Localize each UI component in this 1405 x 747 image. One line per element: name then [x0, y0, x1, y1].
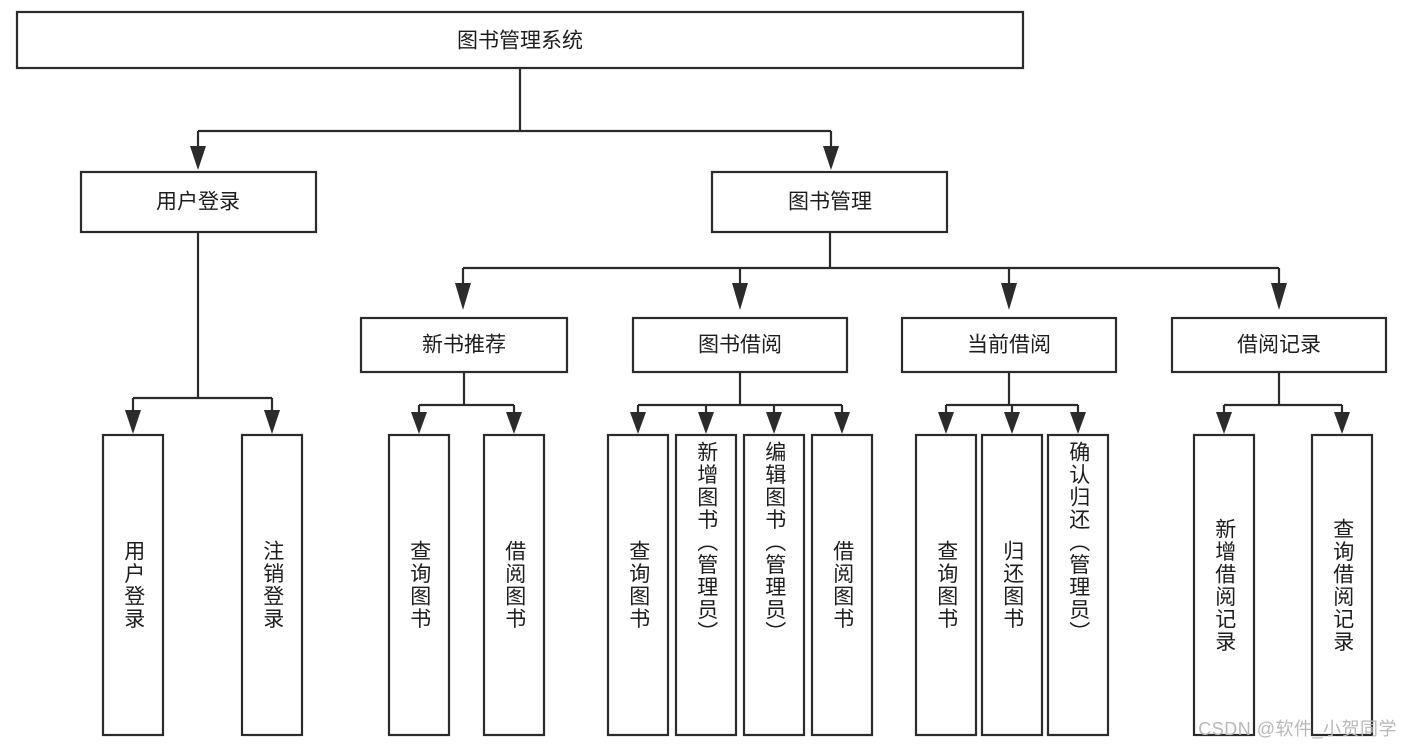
arrow-to-leaf-borrow-book-2 [834, 412, 850, 434]
connector-book-manage-to-level2 [455, 232, 1287, 310]
arrow-to-borrow-record [1271, 283, 1287, 310]
borrow-record-box [1170, 316, 1388, 374]
leaf-box-borrow-book-1[interactable] [482, 433, 546, 737]
arrow-to-leaf-borrow-book-1 [506, 412, 522, 434]
arrow-to-leaf-query-book-3 [938, 412, 954, 434]
book-borrow-label: 图书借阅 [698, 334, 782, 357]
book-borrow-box [631, 316, 849, 374]
connector-root-to-level1 [190, 68, 839, 170]
borrow-record-label: 借阅记录 [1237, 334, 1321, 357]
arrow-to-book-borrow [732, 283, 748, 310]
connector-borrow-record-to-leaves [1216, 372, 1350, 434]
arrow-to-leaf-query-book-1 [411, 412, 427, 434]
arrow-to-current-borrow [1001, 283, 1017, 310]
leaf-box-query-book-1[interactable] [387, 433, 451, 737]
user-login-label: 用户登录 [156, 191, 240, 214]
node-root[interactable]: 图书管理系统 [15, 10, 1025, 70]
current-borrow-box [900, 316, 1118, 374]
new-book-box [359, 316, 569, 374]
node-current-borrow[interactable]: 当前借阅 [900, 316, 1118, 374]
current-borrow-label: 当前借阅 [967, 334, 1051, 357]
leaf-box-edit-book[interactable] [742, 433, 806, 737]
book-manage-label: 图书管理 [788, 191, 872, 214]
leaf-box-user-login[interactable] [101, 433, 165, 737]
leaf-box-query-book-3[interactable] [914, 433, 978, 737]
book-manage-box [710, 170, 949, 234]
arrow-to-leaf-return-book [1004, 412, 1020, 434]
arrow-to-leaf-add-book [698, 412, 714, 434]
node-book-manage[interactable]: 图书管理 [710, 170, 949, 234]
arrow-to-user-login [190, 146, 206, 170]
node-book-borrow[interactable]: 图书借阅 [631, 316, 849, 374]
node-new-book-recommend[interactable]: 新书推荐 [359, 316, 569, 374]
node-borrow-record[interactable]: 借阅记录 [1170, 316, 1388, 374]
arrow-to-leaf-confirm-return [1070, 412, 1086, 434]
csdn-watermark: CSDN @软件_小贺同学 [1198, 719, 1397, 739]
leaf-box-logout[interactable] [240, 433, 304, 737]
leaf-box-query-book-2[interactable] [606, 433, 670, 737]
connector-user-login-to-leaves [125, 232, 280, 434]
leaf-box-borrow-book-2[interactable] [810, 433, 874, 737]
connector-book-borrow-to-leaves [630, 372, 850, 434]
leaf-box-confirm-return[interactable] [1046, 433, 1110, 737]
arrow-to-leaf-query-book-2 [630, 412, 646, 434]
arrow-to-leaf-edit-book [766, 412, 782, 434]
arrow-to-book-manage [823, 146, 839, 170]
arrow-to-leaf-query-record [1334, 412, 1350, 434]
new-book-label: 新书推荐 [422, 334, 506, 357]
leaf-box-add-record[interactable] [1192, 433, 1256, 737]
root-label: 图书管理系统 [457, 30, 583, 53]
arrow-to-leaf-user-login [125, 410, 141, 434]
connector-new-book-to-leaves [411, 372, 522, 434]
leaf-box-query-record[interactable] [1310, 433, 1374, 737]
arrow-to-new-book [455, 283, 471, 310]
leaf-box-return-book[interactable] [980, 433, 1044, 737]
leaf-box-add-book[interactable] [674, 433, 738, 737]
connector-current-borrow-to-leaves [938, 372, 1086, 434]
node-user-login[interactable]: 用户登录 [79, 170, 318, 234]
arrow-to-leaf-logout [264, 410, 280, 434]
arrow-to-leaf-add-record [1216, 412, 1232, 434]
root-box [15, 10, 1025, 70]
